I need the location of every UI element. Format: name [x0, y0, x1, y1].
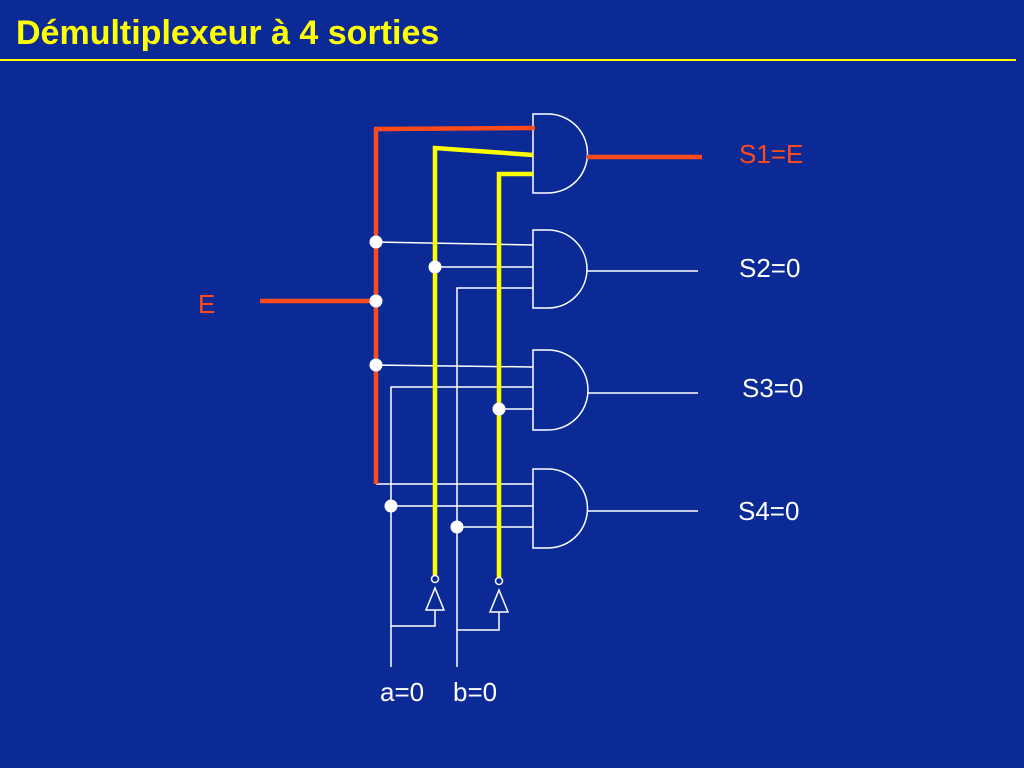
output-label-s1: S1=E — [739, 139, 803, 169]
inactive-wiring — [375, 241, 698, 667]
title-underline — [0, 59, 1016, 61]
and-gate-4 — [532, 468, 589, 549]
junction-dot — [369, 235, 383, 249]
and-gate-1 — [532, 113, 589, 194]
select-label-b: b=0 — [453, 677, 497, 707]
active-select-path — [432, 145, 534, 577]
inverter-a-bubble — [430, 574, 440, 584]
junction-dot — [450, 520, 464, 534]
output-label-s4: S4=0 — [738, 496, 799, 526]
and-gate-3 — [532, 349, 589, 431]
junction-dot — [492, 402, 506, 416]
junction-dot — [384, 499, 398, 513]
and-gates — [532, 113, 589, 549]
inverter-b-bubble — [494, 576, 504, 586]
and-gate-2 — [532, 229, 588, 309]
inverters — [424, 574, 510, 613]
output-label-s2: S2=0 — [739, 253, 800, 283]
active-input-path — [260, 125, 702, 484]
output-label-s3: S3=0 — [742, 373, 803, 403]
slide-title: Démultiplexeur à 4 sorties — [16, 14, 440, 52]
junction-dot — [428, 260, 442, 274]
inverter-a — [424, 586, 446, 611]
inverter-b — [488, 588, 510, 613]
junction-dot — [369, 294, 383, 308]
input-label-e: E — [198, 289, 215, 319]
select-label-a: a=0 — [380, 677, 424, 707]
junction-dot — [369, 358, 383, 372]
junction-dots — [369, 235, 506, 534]
